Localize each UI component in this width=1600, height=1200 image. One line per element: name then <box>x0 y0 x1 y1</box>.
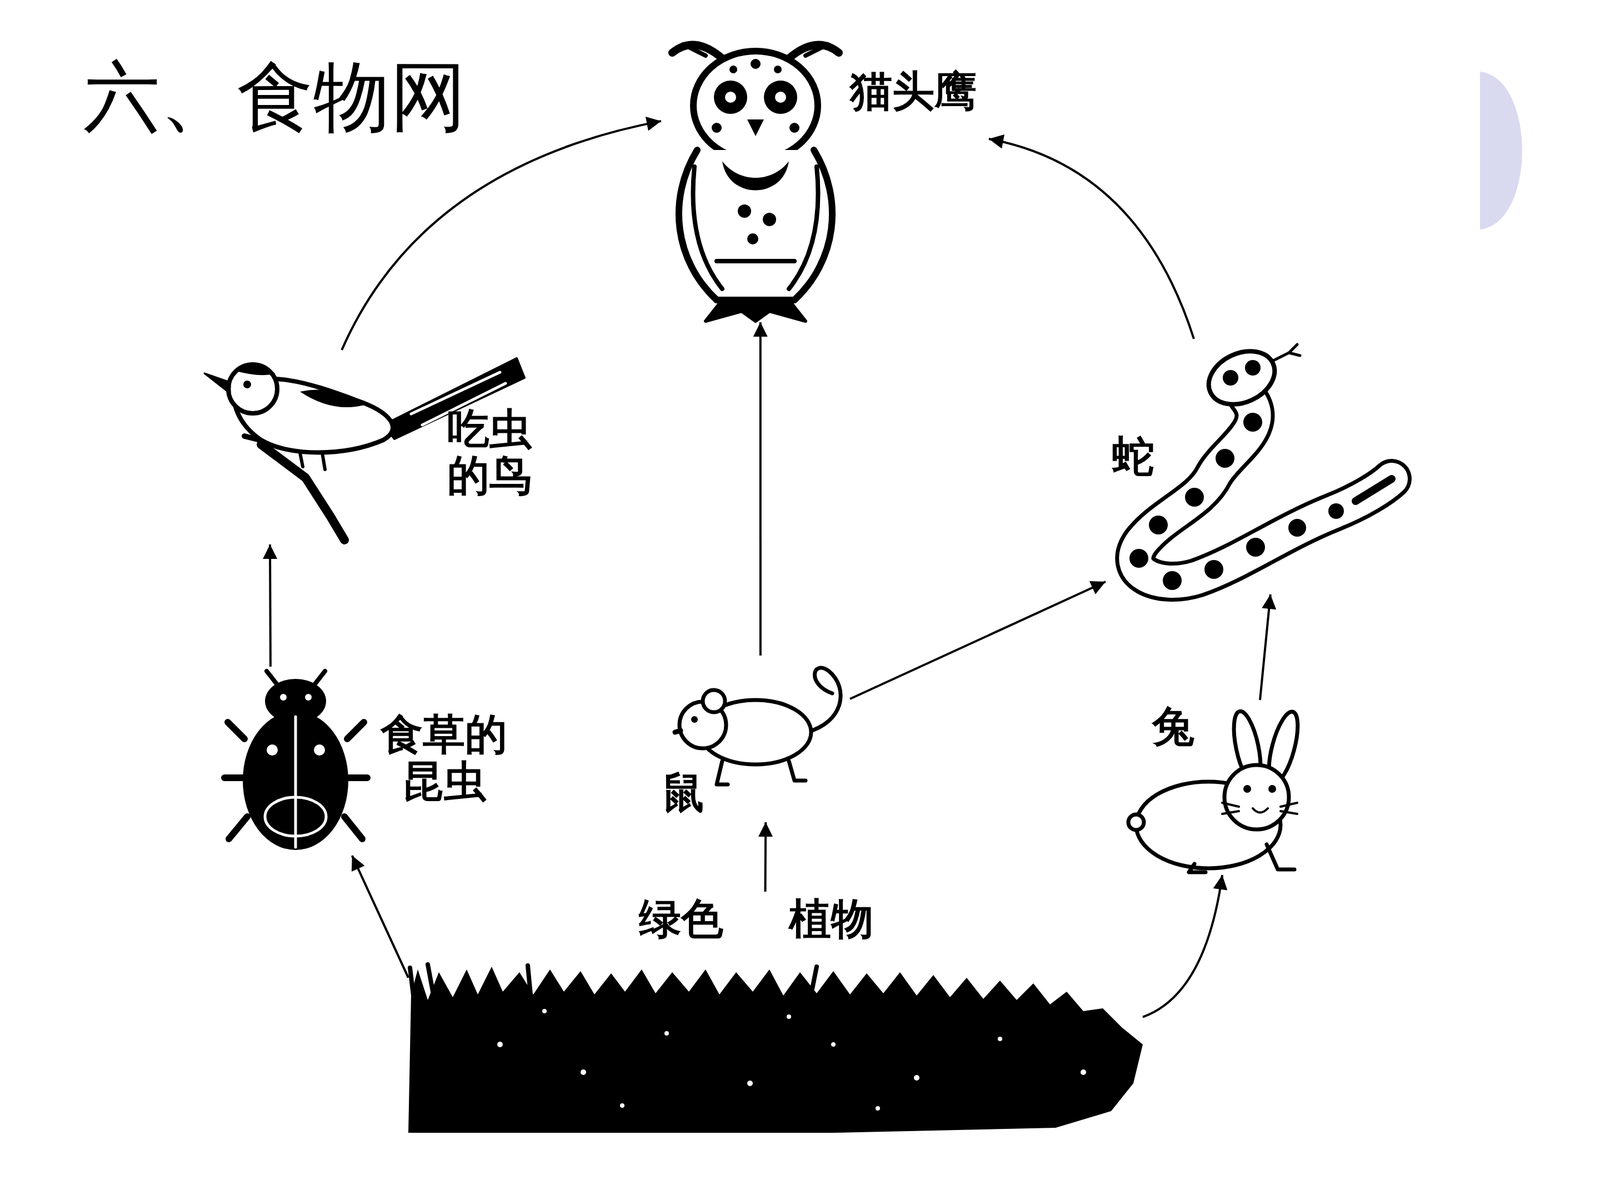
owl-picture <box>672 44 839 322</box>
food-chain-arrow <box>850 581 1106 699</box>
insect-picture <box>224 671 368 850</box>
food-chain-arrow <box>763 822 767 892</box>
organism-label: 猫头鹰 <box>850 67 977 115</box>
plants-node: 绿色 植物 <box>408 891 1143 1133</box>
organism-label: 绿色 <box>638 895 724 943</box>
organism-label: 鼠 <box>662 769 705 817</box>
organism-label: 植物 <box>788 895 874 943</box>
slide-title: 六、食物网 <box>83 55 467 140</box>
organism-label: 蛇 <box>1112 433 1155 480</box>
insect-node: 食草的昆虫 <box>222 666 528 856</box>
bird-node: 吃虫的鸟 <box>200 350 550 545</box>
snake-node: 蛇 <box>1105 338 1400 595</box>
plants-picture <box>408 964 1143 1133</box>
mouse-node: 鼠 <box>658 655 850 823</box>
food-chain-arrow <box>341 121 662 350</box>
snake-picture <box>1129 341 1392 590</box>
organism-label: 吃虫的鸟 <box>447 405 532 499</box>
organism-label: 食草的昆虫 <box>380 711 508 804</box>
owl-node: 猫头鹰 <box>661 38 989 323</box>
food-chain-arrow <box>759 322 762 656</box>
food-chain-arrow <box>1142 875 1223 1018</box>
food-chain-arrow <box>352 855 409 978</box>
mouse-picture <box>675 667 841 785</box>
rabbit-node: 兔 <box>1127 700 1323 875</box>
slide-decoration <box>1480 71 1523 230</box>
organism-label: 兔 <box>1152 703 1195 750</box>
food-chain-arrow <box>988 138 1194 339</box>
food-chain-arrow <box>268 544 272 667</box>
food-chain-arrow <box>1260 594 1271 700</box>
